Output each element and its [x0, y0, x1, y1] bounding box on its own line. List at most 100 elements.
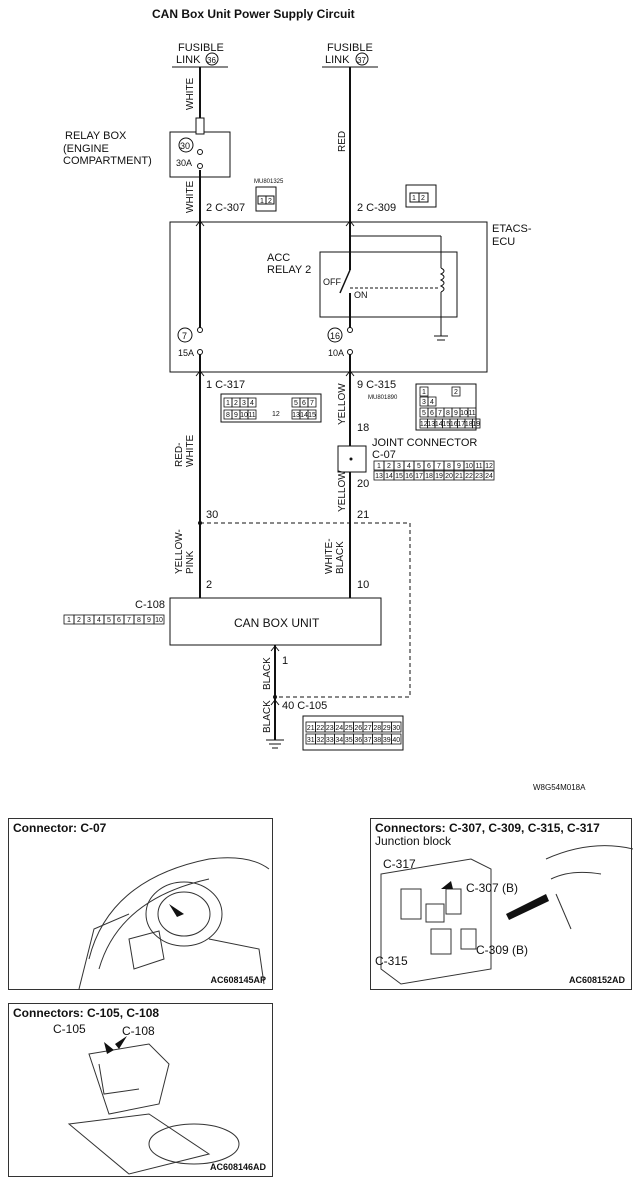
pin-10: 10 [357, 579, 369, 591]
c07-pin: 14 [385, 473, 393, 480]
c105-pin: 30 [392, 725, 400, 732]
c105-pin: 34 [335, 737, 343, 744]
svg-text:(ENGINE: (ENGINE [63, 143, 109, 155]
wire-label-white-2: WHITE [185, 180, 196, 213]
diagram-title: CAN Box Unit Power Supply Circuit [152, 7, 355, 21]
fusible-link-37: FUSIBLE LINK 37 [322, 42, 378, 68]
c315-pin: 11 [468, 410, 475, 417]
c105-pin: 36 [354, 737, 362, 744]
wiring-diagram: CAN Box Unit Power Supply Circuit FUSIBL… [63, 7, 586, 792]
svg-text:ACC: ACC [267, 252, 290, 264]
c317-pin: 6 [302, 400, 306, 407]
c07-pin: 7 [437, 463, 441, 470]
c315-pin: 12 [420, 421, 428, 428]
c315-pin: 14 [435, 421, 443, 428]
c07-pin: 22 [465, 473, 473, 480]
c317-cell [247, 397, 257, 408]
svg-text:30: 30 [180, 141, 190, 151]
svg-text:C-07: C-07 [372, 449, 396, 461]
c108-pin: 10 [155, 617, 163, 624]
figure-code: W8G54M018A [533, 783, 586, 792]
c105-pin: 31 [307, 737, 315, 744]
c315-pin: 2 [454, 389, 458, 396]
svg-text:20: 20 [357, 478, 369, 490]
c317-pin: 11 [248, 412, 255, 419]
svg-text:JOINT CONNECTOR: JOINT CONNECTOR [372, 437, 477, 449]
c105-cell [391, 733, 402, 745]
svg-text:18: 18 [357, 422, 369, 434]
panel-junction-subtitle: Junction block [375, 834, 452, 848]
pin-1: 1 [282, 655, 288, 667]
c315-pin: 18 [465, 421, 473, 428]
c315-pin: 3 [422, 399, 426, 406]
panel-junction-label-c315: C-315 [375, 954, 408, 968]
c07-pin: 4 [407, 463, 411, 470]
c317-pin: 1 [226, 400, 230, 407]
c317-pin: 8 [226, 412, 230, 419]
c315-pin: 4 [430, 399, 434, 406]
c108-pin: 5 [107, 617, 111, 624]
c07-pin: 20 [445, 473, 453, 480]
svg-text:2: 2 [268, 198, 272, 205]
c07-pin: 21 [455, 473, 463, 480]
dashboard-sketch [78, 857, 270, 990]
c108-pin: 8 [137, 617, 141, 624]
c105-pin: 29 [383, 725, 391, 732]
c108-pin: 2 [77, 617, 81, 624]
console-sketch [67, 1036, 240, 1175]
svg-text:RELAY 2: RELAY 2 [267, 264, 311, 276]
svg-text:15A: 15A [178, 348, 194, 358]
svg-text:FUSIBLE: FUSIBLE [327, 42, 373, 54]
c315-cell [427, 396, 437, 407]
c07-pin: 11 [475, 463, 482, 470]
ground-icon [266, 739, 284, 749]
etacs-ecu: ETACS- ECU ACC RELAY 2 OFF ON 7 15A 16 1… [169, 221, 532, 373]
c07-pin: 5 [417, 463, 421, 470]
c07-pin: 24 [485, 473, 493, 480]
wire-label-red-white: RED- WHITE [174, 434, 196, 467]
c317-pin: 5 [294, 400, 298, 407]
svg-text:RELAY BOX: RELAY BOX [65, 130, 127, 142]
c317-pin: 14 [300, 412, 308, 419]
c108-pin: 1 [67, 617, 71, 624]
c108-pin: 9 [147, 617, 151, 624]
c105-pin: 33 [326, 737, 334, 744]
c07-pin: 12 [485, 463, 493, 470]
c07-pin: 9 [457, 463, 461, 470]
c315-pin: 10 [460, 410, 468, 417]
c315-cell [472, 418, 481, 429]
panel-label-c108: C-108 [122, 1024, 155, 1038]
panel-c105-c108: Connectors: C-105, C-108 C-105 C-108 AC6… [8, 1003, 273, 1177]
svg-text:ETACS-: ETACS- [492, 223, 532, 235]
c317-pin: 4 [250, 400, 254, 407]
c315-pin: 9 [454, 410, 458, 417]
wire-label-red: RED [337, 131, 348, 152]
panel-c105-title: Connectors: C-105, C-108 [13, 1006, 160, 1020]
c108-pin: 3 [87, 617, 91, 624]
connector-c307-label: 2 C-307 [206, 202, 245, 214]
c07-pin: 19 [435, 473, 443, 480]
fusible-link-37-number: 37 [357, 56, 366, 65]
svg-text:MU801325: MU801325 [254, 179, 284, 185]
svg-text:WHITE-: WHITE- [324, 538, 335, 574]
c105-pin: 26 [354, 725, 362, 732]
svg-text:16: 16 [330, 331, 340, 341]
connector-c309-icon: 1 2 [405, 184, 437, 208]
c315-pin: 13 [427, 421, 435, 428]
svg-text:1: 1 [260, 198, 264, 205]
wire-label-white-black: WHITE- BLACK [324, 538, 346, 574]
svg-text:COMPARTMENT): COMPARTMENT) [63, 155, 152, 167]
panel-junction-block: Connectors: C-307, C-309, C-315, C-317 J… [370, 818, 633, 990]
svg-text:LINK: LINK [325, 54, 350, 66]
c315-pin: 8 [446, 410, 450, 417]
svg-text:PINK: PINK [185, 550, 196, 574]
c315-cell [419, 386, 429, 397]
c105-pin: 32 [316, 737, 324, 744]
c317-cell [307, 409, 317, 420]
connector-c315-label: 9 C-315 [357, 379, 396, 391]
svg-text:BLACK: BLACK [335, 541, 346, 574]
panel-junction-label-c317: C-317 [383, 857, 416, 871]
fusible-link-36: FUSIBLE LINK 36 [172, 42, 228, 68]
